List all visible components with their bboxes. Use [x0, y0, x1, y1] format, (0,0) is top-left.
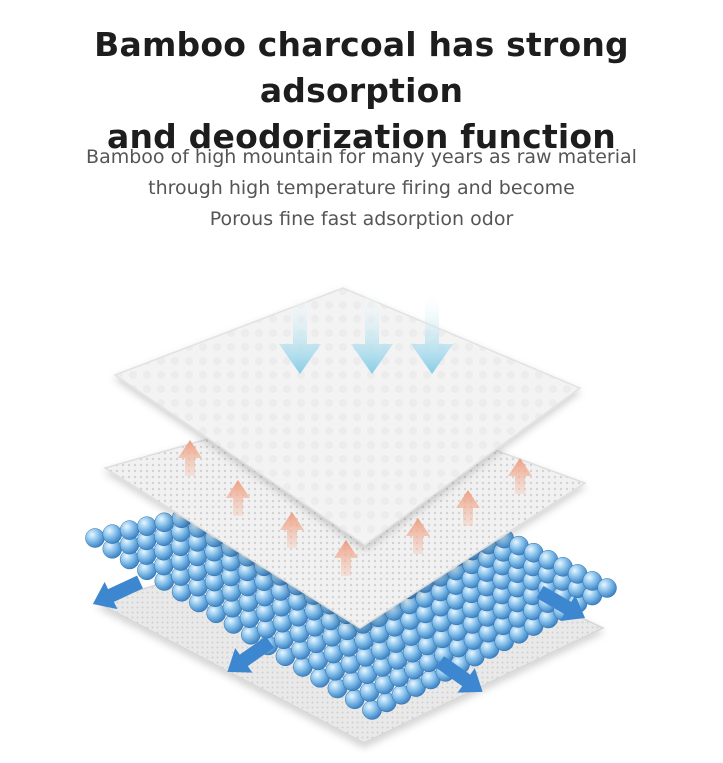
down-arrow-icon — [351, 294, 393, 374]
spread-arrow-icon — [435, 656, 483, 693]
down-arrow-icon — [411, 294, 453, 374]
spread-arrows — [92, 575, 586, 693]
up-arrow-icon — [334, 540, 358, 576]
description-line-1: Bamboo of high mountain for many years a… — [86, 146, 637, 168]
charcoal-bead — [137, 516, 157, 536]
charcoal-bead — [119, 520, 140, 540]
spread-arrow-icon — [92, 575, 143, 610]
layer-illustration — [0, 270, 723, 763]
up-arrow-icon — [226, 480, 250, 516]
charcoal-bead — [154, 512, 175, 533]
down-arrow-icon — [279, 294, 321, 374]
charcoal-bead — [85, 528, 105, 548]
up-arrow-icon — [178, 440, 202, 476]
headline: Bamboo charcoal has strong adsorption an… — [0, 22, 723, 160]
up-arrow-icon — [280, 512, 304, 548]
description: Bamboo of high mountain for many years a… — [0, 142, 723, 235]
up-arrows — [178, 440, 532, 576]
description-line-3: Porous fine fast adsorption odor — [209, 208, 514, 230]
description-line-2: through high temperature firing and beco… — [148, 177, 575, 199]
up-arrow-icon — [508, 458, 532, 494]
spread-arrow-icon — [227, 636, 275, 673]
up-arrow-icon — [456, 490, 480, 526]
charcoal-bead — [102, 524, 123, 544]
headline-line-1: Bamboo charcoal has strong adsorption — [94, 25, 629, 110]
top-layer — [113, 287, 582, 546]
down-arrows — [279, 294, 453, 374]
charcoal-bead — [597, 578, 617, 598]
spread-arrow-icon — [536, 585, 586, 621]
up-arrow-icon — [406, 518, 430, 554]
layer-diagram — [85, 287, 617, 744]
headline-line-2: and deodorization function — [107, 117, 616, 156]
